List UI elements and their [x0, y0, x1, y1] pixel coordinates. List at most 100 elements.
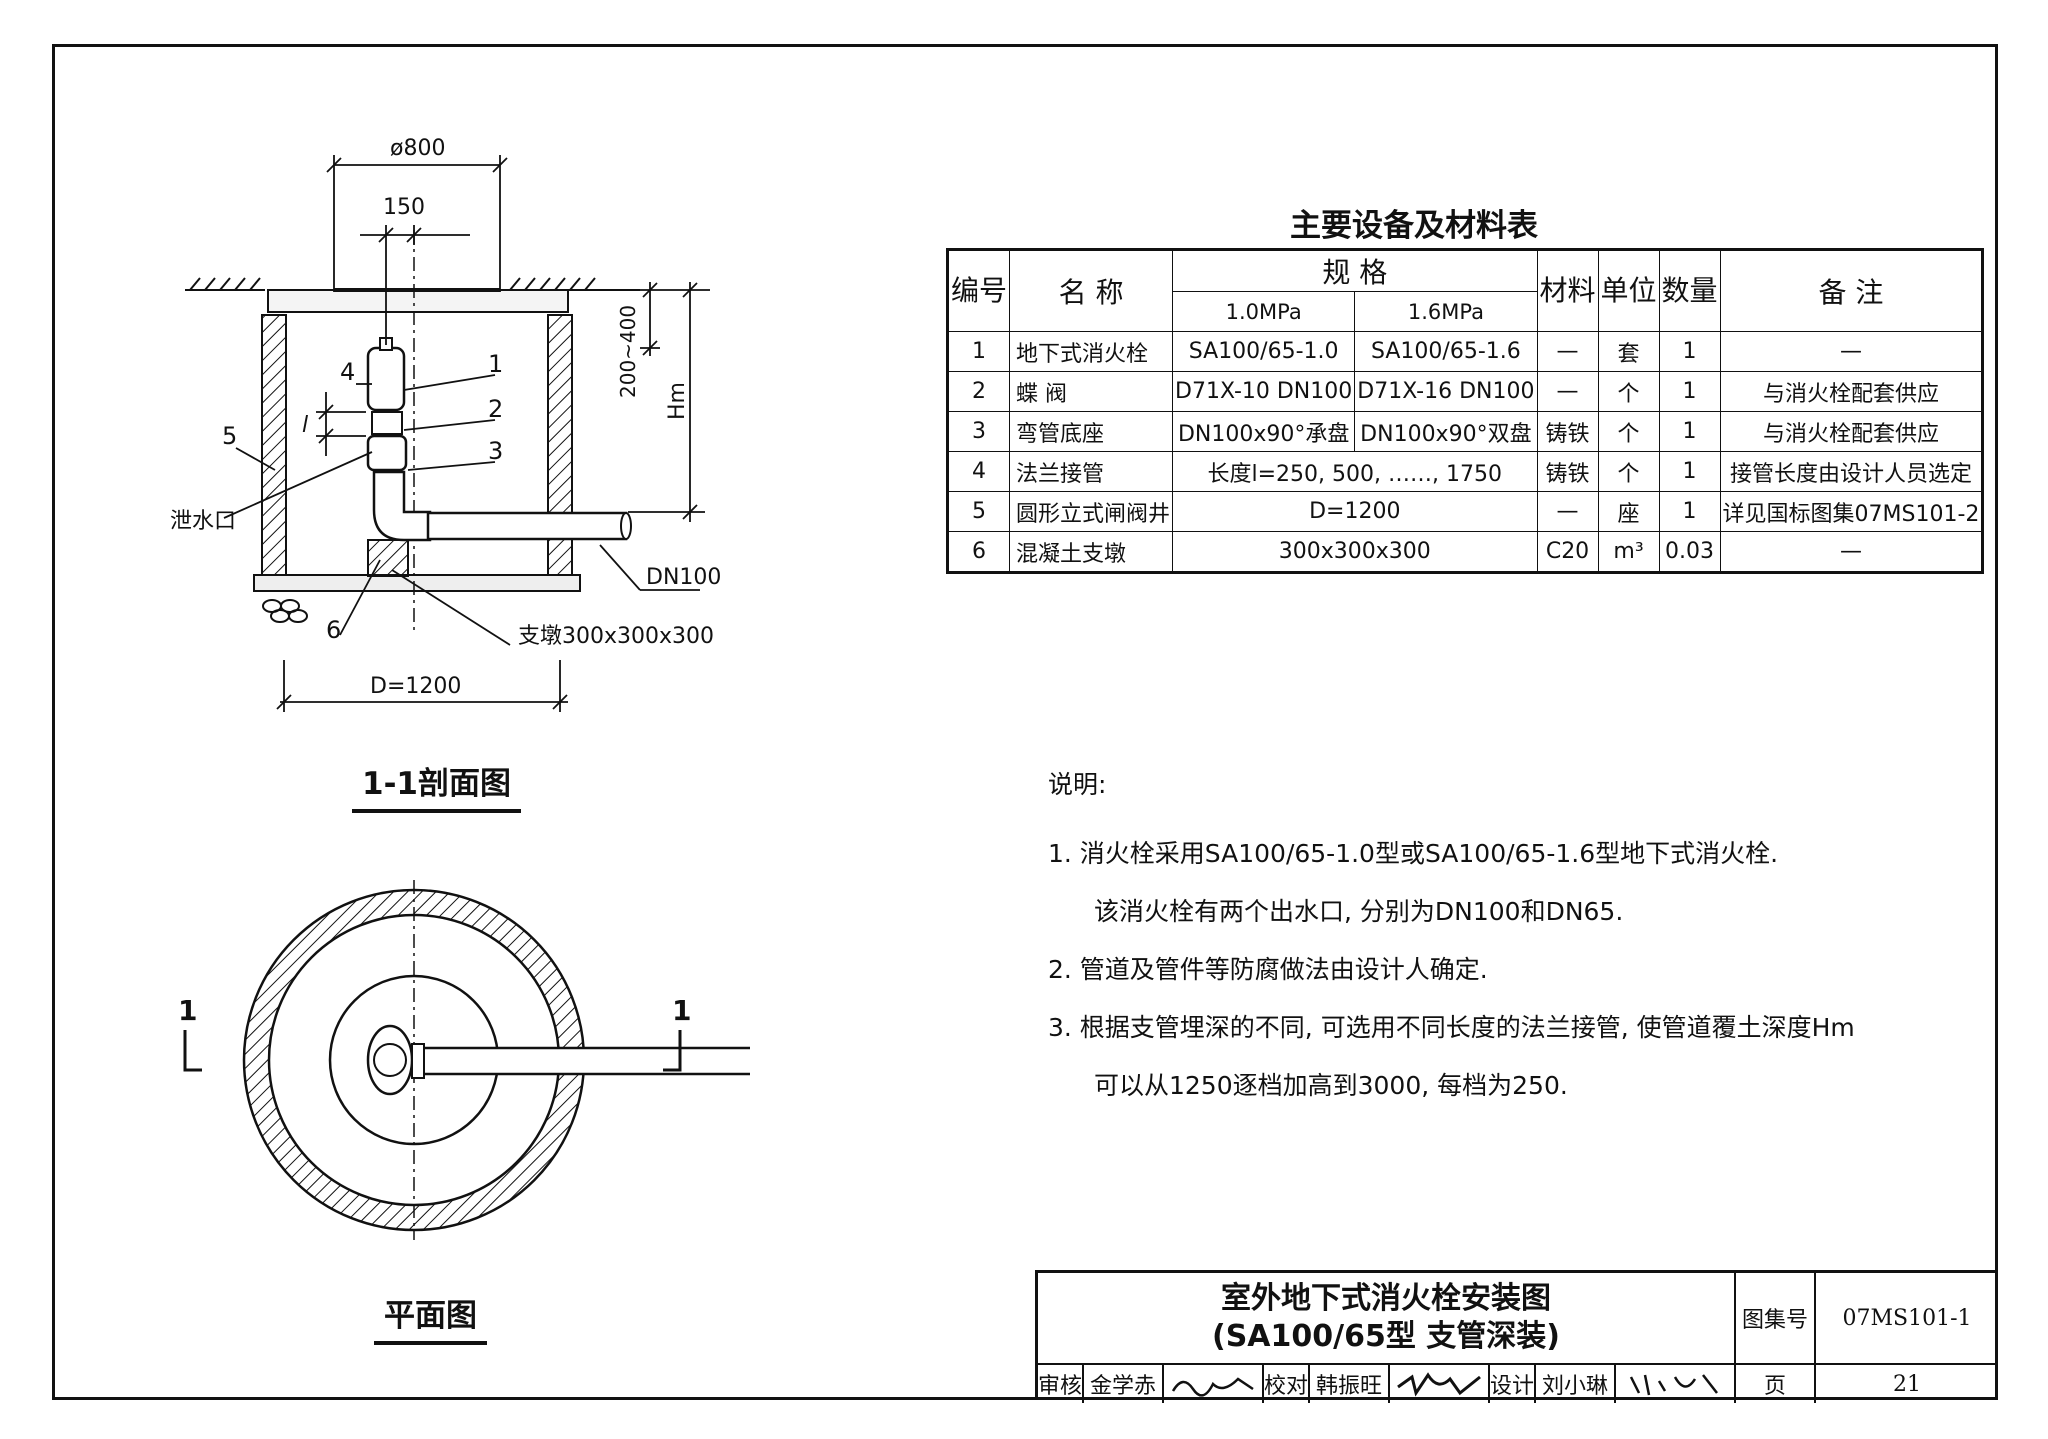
row-material: — — [1536, 491, 1599, 532]
plan-section-mark-left: 1 — [178, 994, 197, 1027]
plan-view-caption: 平面图 — [374, 1290, 487, 1345]
dim-offset: 150 — [383, 195, 425, 220]
branch-pipe — [426, 511, 628, 541]
table-subheader-row: 1.0MPa 1.6MPa — [948, 291, 1983, 332]
callout-4: 4 — [340, 358, 355, 386]
page-number: 21 — [1893, 1371, 1921, 1397]
row-name: 弯管底座 — [1009, 411, 1174, 452]
row-spec-10: SA100/65-1.0 — [1172, 331, 1356, 372]
label-pier: 支墩300x300x300 — [518, 624, 714, 649]
header-spec-16: 1.6MPa — [1354, 291, 1538, 332]
section-view-1-1: ø800 150 200~400 Hm l D=1200 DN100 支墩300… — [170, 136, 721, 712]
well-wall-left — [261, 314, 287, 576]
row-remark: 接管长度由设计人员选定 — [1719, 451, 1984, 492]
row-no: 1 — [946, 331, 1011, 372]
gravel — [262, 599, 308, 623]
dim-cover-depth: 200~400 — [616, 305, 640, 398]
flange-pipe — [371, 411, 403, 435]
row-unit: 个 — [1597, 411, 1660, 452]
row-spec-10: DN100x90°承盘 — [1172, 411, 1356, 452]
header-remark: 备 注 — [1719, 249, 1984, 332]
header-no: 编号 — [946, 249, 1011, 332]
row-no: 3 — [946, 411, 1011, 452]
table-row: 4 法兰接管 长度l=250, 500, ……, 1750 铸铁 个 1 接管长… — [946, 451, 1984, 492]
note-line: 该消火栓有两个出水口, 分别为DN100和DN65. — [1094, 897, 1624, 926]
check-label: 校对 — [1264, 1365, 1310, 1403]
callout-1: 1 — [488, 350, 503, 378]
row-material: C20 — [1536, 531, 1599, 573]
page-label: 页 — [1736, 1365, 1816, 1403]
reviewer-signature — [1164, 1365, 1264, 1403]
note-line: 3. 根据支管埋深的不同, 可选用不同长度的法兰接管, 使管道覆土深度Hm — [1048, 1013, 1855, 1042]
row-name: 圆形立式闸阀井 — [1009, 491, 1174, 532]
row-unit: 个 — [1597, 371, 1660, 412]
plan-branch-pipe — [420, 1046, 750, 1076]
row-qty: 1 — [1658, 451, 1721, 492]
note-line: 1. 消火栓采用SA100/65-1.0型或SA100/65-1.6型地下式消火… — [1048, 839, 1779, 868]
dim-well-diameter: D=1200 — [370, 674, 461, 699]
support-pier — [367, 539, 409, 577]
row-qty: 1 — [1658, 411, 1721, 452]
checker-signature — [1390, 1365, 1490, 1403]
row-no: 2 — [946, 371, 1011, 412]
callout-2: 2 — [488, 395, 503, 423]
row-remark: — — [1719, 331, 1984, 372]
dim-hm: Hm — [665, 382, 690, 420]
review-label: 审核 — [1038, 1365, 1084, 1403]
note-line: 可以从1250逐档加高到3000, 每档为250. — [1094, 1071, 1568, 1100]
dim-top-diameter: ø800 — [390, 136, 445, 161]
row-name: 混凝土支墩 — [1009, 531, 1174, 573]
section-view-caption: 1-1剖面图 — [352, 758, 522, 813]
callout-5: 5 — [222, 422, 237, 450]
row-material: — — [1536, 371, 1599, 412]
designer-signature — [1616, 1365, 1736, 1403]
plan-section-mark-right: 1 — [672, 994, 691, 1027]
note-line: 2. 管道及管件等防腐做法由设计人确定. — [1048, 955, 1488, 984]
header-spec-10: 1.0MPa — [1172, 291, 1356, 332]
row-no: 6 — [946, 531, 1011, 573]
row-spec: 300x300x300 — [1172, 531, 1538, 573]
row-qty: 1 — [1658, 331, 1721, 372]
row-remark: 详见国标图集07MS101-2 — [1719, 491, 1984, 532]
dim-length-mark: l — [302, 413, 308, 438]
title-line-1: 室外地下式消火栓安装图 — [1221, 1281, 1551, 1316]
table-row: 1 地下式消火栓 SA100/65-1.0 SA100/65-1.6 — 套 1… — [946, 331, 1984, 372]
table-row: 6 混凝土支墩 300x300x300 C20 m³ 0.03 — — [946, 531, 1984, 573]
callout-6: 6 — [326, 616, 341, 644]
row-material: 铸铁 — [1536, 451, 1599, 492]
butterfly-valve — [366, 434, 408, 472]
row-spec: 长度l=250, 500, ……, 1750 — [1172, 451, 1538, 492]
elbow-base — [372, 470, 432, 542]
row-unit: 座 — [1597, 491, 1660, 532]
well-base — [253, 574, 581, 592]
row-no: 5 — [946, 491, 1011, 532]
hydrant-body — [366, 346, 406, 412]
row-spec-10: D71X-10 DN100 — [1172, 371, 1356, 412]
row-unit: m³ — [1597, 531, 1660, 573]
notes-title: 说明: — [1048, 770, 1107, 799]
equipment-table-title: 主要设备及材料表 — [1290, 208, 1538, 244]
label-drain: 泄水口 — [170, 509, 236, 534]
header-name: 名 称 — [1009, 249, 1174, 332]
row-qty: 1 — [1658, 371, 1721, 412]
title-line-2: (SA100/65型 支管深装) — [1211, 1319, 1561, 1354]
row-unit: 个 — [1597, 451, 1660, 492]
row-spec: D=1200 — [1172, 491, 1538, 532]
table-header-row: 编号 名 称 规 格 材料 单位 数量 备 注 — [946, 249, 1984, 332]
row-remark: 与消火栓配套供应 — [1719, 371, 1984, 412]
well-top-ring — [267, 289, 569, 313]
row-spec-16: SA100/65-1.6 — [1354, 331, 1538, 372]
notes: 说明: 1. 消火栓采用SA100/65-1.0型或SA100/65-1.6型地… — [1048, 765, 1855, 1115]
checker-name: 韩振旺 — [1310, 1365, 1390, 1403]
plan-view: 1 1 — [178, 880, 750, 1240]
row-spec-16: D71X-16 DN100 — [1354, 371, 1538, 412]
atlas-number: 07MS101-1 — [1816, 1273, 1998, 1365]
header-qty: 数量 — [1658, 249, 1721, 332]
row-material: 铸铁 — [1536, 411, 1599, 452]
label-pipe: DN100 — [646, 565, 721, 590]
reviewer-name: 金学赤 — [1084, 1365, 1164, 1403]
atlas-label: 图集号 — [1736, 1273, 1816, 1365]
row-spec-16: DN100x90°双盘 — [1354, 411, 1538, 452]
table-row: 2 蝶 阀 D71X-10 DN100 D71X-16 DN100 — 个 1 … — [946, 371, 1984, 412]
row-material: — — [1536, 331, 1599, 372]
